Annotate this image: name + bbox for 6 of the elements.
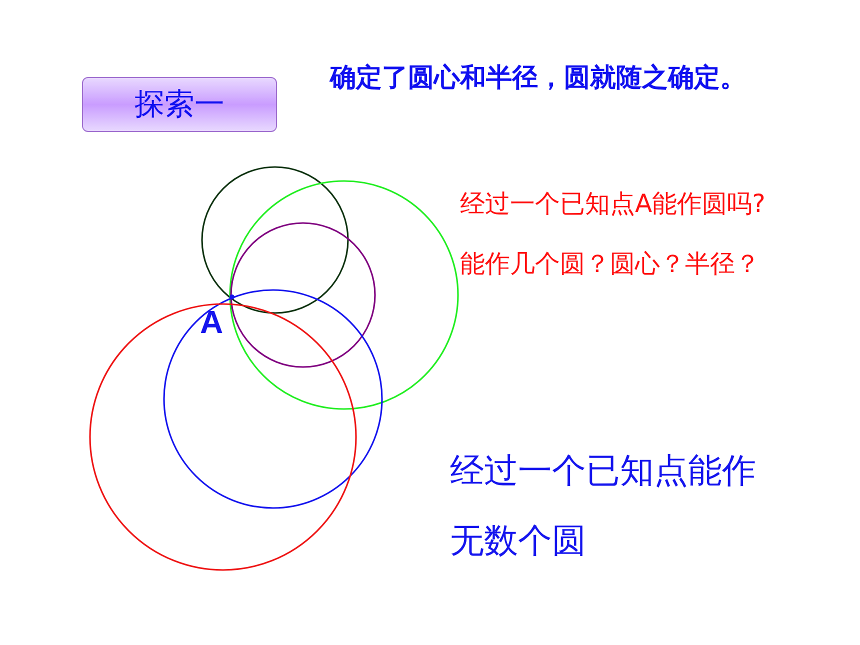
question-text: 能作几个圆？圆心？半径？ <box>460 248 761 280</box>
title-box: 探索一 <box>82 77 277 132</box>
conclusion-text: 经过一个已知点能作无数个圆 <box>450 450 757 563</box>
question-text: 经过一个已知点A能作圆吗? <box>460 188 766 220</box>
statement-text: 确定了圆心和半径，圆就随之确定。 <box>330 62 747 95</box>
point-label: A <box>200 303 224 342</box>
